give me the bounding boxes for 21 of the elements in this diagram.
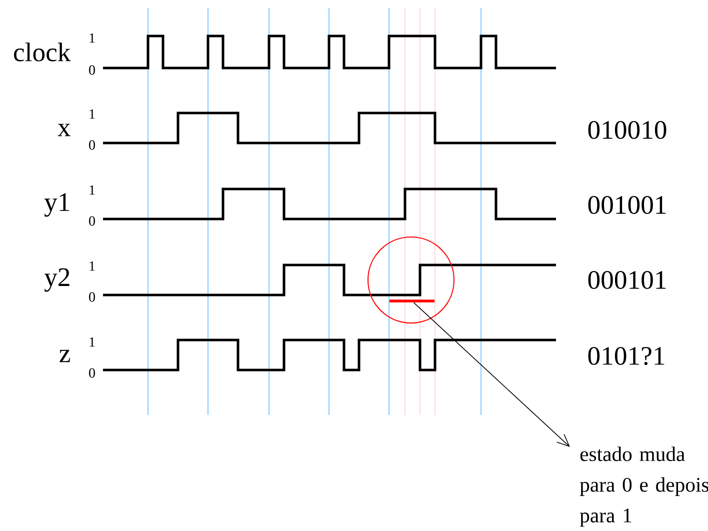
level-label: 1 [90, 33, 95, 43]
level-label: 0 [89, 292, 95, 302]
leader-line [413, 302, 570, 447]
signal-name: y2 [44, 268, 70, 292]
level-label: 1 [90, 109, 95, 119]
level-label: 0 [89, 216, 95, 226]
level-label: 0 [89, 368, 95, 378]
bit-sequence: 001001 [588, 196, 666, 214]
bit-sequence: 010010 [588, 121, 666, 139]
level-label: 1 [90, 261, 95, 271]
marker-bar [390, 300, 434, 302]
bit-sequence: 000101 [588, 271, 666, 289]
signal-name: y1 [44, 193, 70, 217]
level-label: 0 [89, 65, 95, 75]
bit-sequence: 0101?1 [588, 346, 664, 366]
level-label: 1 [90, 337, 95, 347]
signal-name: x [58, 124, 70, 136]
level-label: 1 [90, 185, 95, 195]
signal-name: z [60, 350, 70, 362]
level-label: 0 [89, 140, 95, 150]
signal-name: clock [14, 42, 71, 62]
